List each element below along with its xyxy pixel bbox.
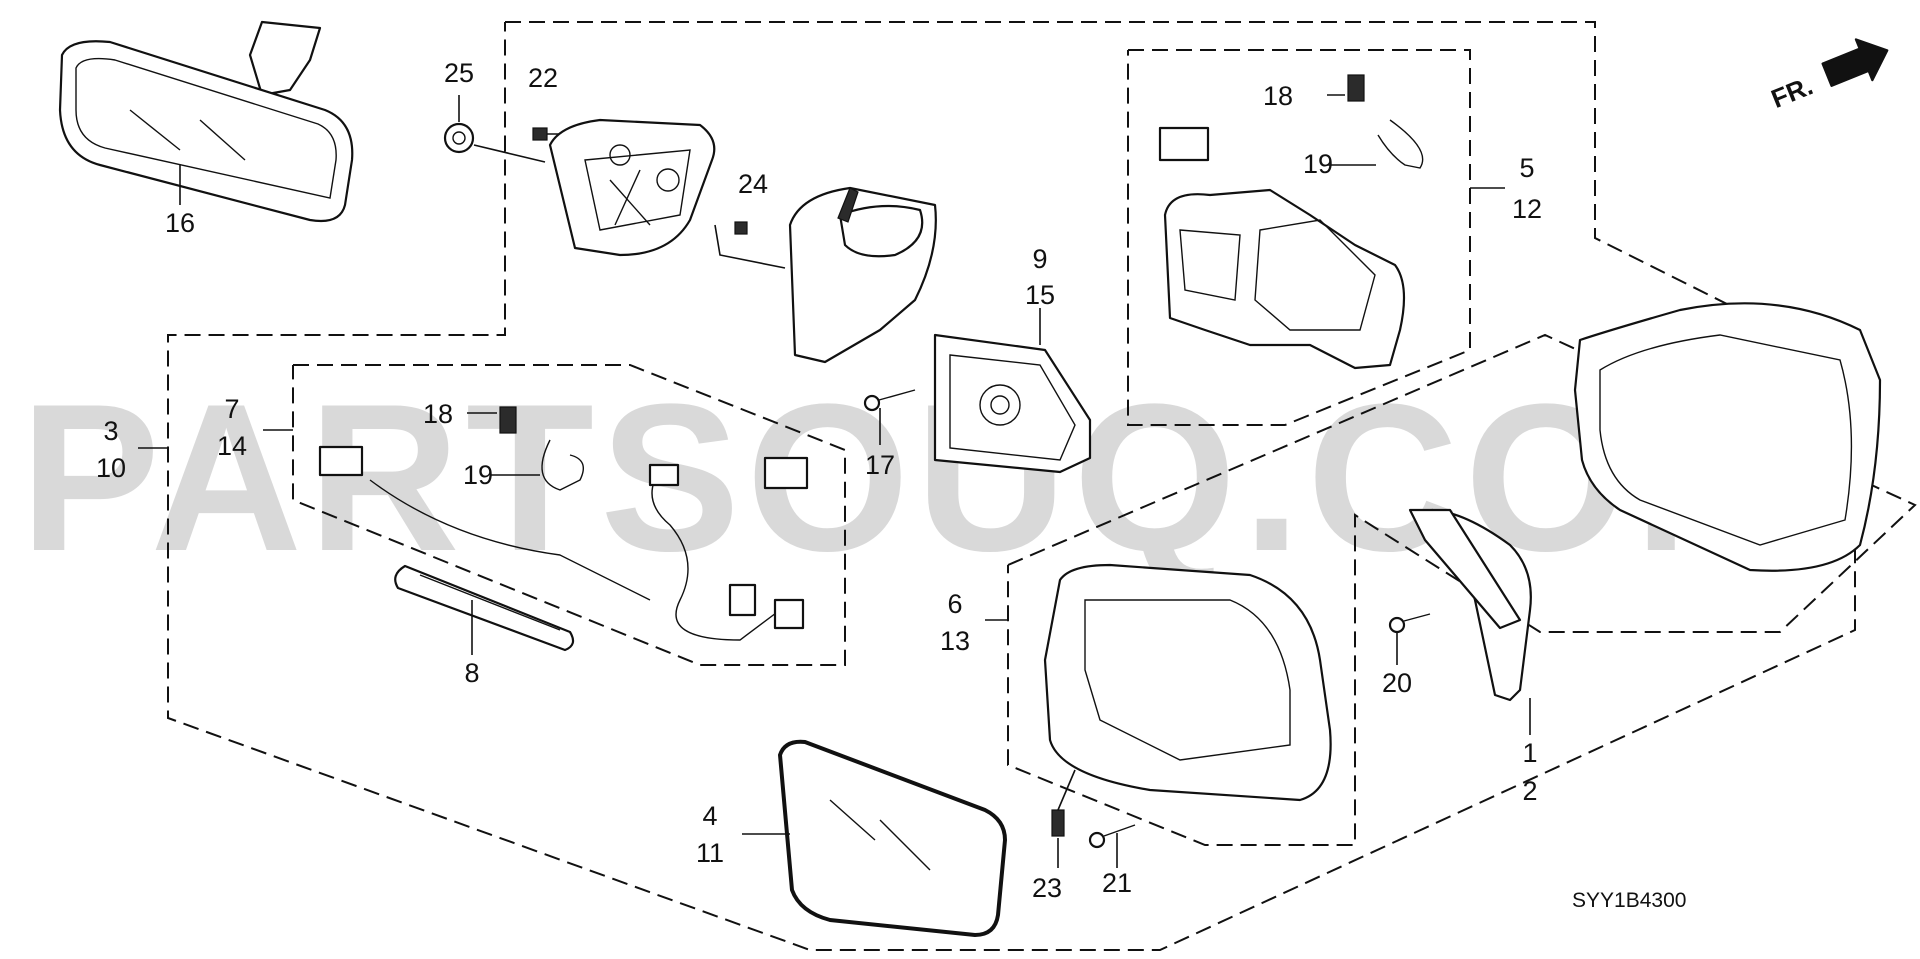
- callout-11: 11: [696, 838, 724, 868]
- front-arrow-icon: FR.: [1767, 38, 1889, 114]
- bolt-icon: [1347, 74, 1365, 102]
- callout-18: 18: [423, 399, 453, 429]
- callout-10: 10: [96, 453, 126, 483]
- wiring-harness: [318, 445, 809, 641]
- callout-12: 12: [1512, 194, 1542, 224]
- callout-1: 1: [1522, 738, 1537, 768]
- housing-group-outline: [1007, 333, 1917, 846]
- actuator-group-outline: [1127, 49, 1471, 426]
- clip-icon: [1377, 119, 1424, 169]
- callout-21: 21: [1102, 868, 1132, 898]
- nut-icon: [443, 122, 475, 154]
- screw-icon: [1088, 824, 1136, 849]
- callout-24: 24: [738, 169, 768, 199]
- clip-icon: [541, 439, 584, 491]
- callout-20: 20: [1382, 668, 1412, 698]
- screw-icon: [734, 221, 748, 235]
- callout-9: 9: [1032, 244, 1047, 274]
- mirror-housing: [1043, 563, 1332, 802]
- callout-8: 8: [464, 658, 479, 688]
- mirror-actuator: [933, 333, 1092, 474]
- harness-group-outline: [292, 364, 846, 666]
- callout-13: 13: [940, 626, 970, 656]
- callout-2: 2: [1522, 776, 1537, 806]
- screw-icon: [1051, 809, 1065, 837]
- screw-icon: [1388, 613, 1431, 634]
- callout-19: 19: [1303, 149, 1333, 179]
- bolt-icon: [499, 406, 517, 434]
- callout-19: 19: [463, 460, 493, 490]
- mirror-base-bracket: [548, 118, 716, 257]
- callout-18: 18: [1263, 81, 1293, 111]
- callout-4: 4: [702, 801, 717, 831]
- mirror-cover: [1573, 302, 1882, 572]
- watermark: PARTSOUQ.COM: [20, 360, 1815, 595]
- callout-5: 5: [1519, 153, 1534, 183]
- callout-25: 25: [444, 58, 474, 88]
- grommet-tube: [394, 564, 575, 652]
- assembly-outline: [167, 21, 1856, 951]
- callout-7: 7: [224, 394, 239, 424]
- svg-text:FR.: FR.: [1767, 70, 1817, 114]
- callout-22: 22: [528, 63, 558, 93]
- callout-6: 6: [947, 589, 962, 619]
- callout-15: 15: [1025, 280, 1055, 310]
- base-cover: [788, 186, 937, 364]
- mirror-body-frame: [1158, 126, 1406, 370]
- rearview-mirror-icon: [58, 20, 354, 223]
- mirror-glass: [778, 739, 1007, 937]
- diagram-code: SYY1B4300: [1572, 889, 1686, 912]
- screw-icon: [863, 389, 916, 412]
- callout-23: 23: [1032, 873, 1062, 903]
- turn-signal-lamp: [1408, 508, 1532, 702]
- callout-14: 14: [217, 431, 247, 461]
- callout-16: 16: [165, 208, 195, 238]
- callout-17: 17: [865, 450, 895, 480]
- callout-3: 3: [103, 416, 118, 446]
